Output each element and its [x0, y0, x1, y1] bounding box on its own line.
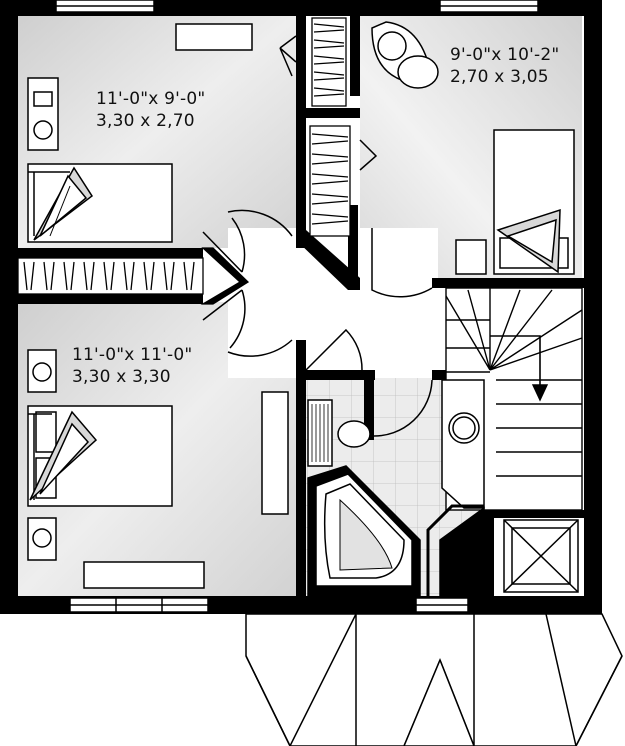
- room-dimensions-metric: 3,30 x 3,30: [72, 367, 171, 387]
- bedroom-bottom-left-furniture: [27, 349, 289, 589]
- room-label-bedroom-top-right: 9'-0"x 10'-2" 2,70 x 3,05: [450, 44, 559, 88]
- closet-middle: [17, 247, 250, 305]
- room-dimensions-metric: 2,70 x 3,05: [450, 67, 549, 87]
- shower-icon: [503, 519, 579, 593]
- room-dimensions-imperial: 9'-0"x 10'-2": [450, 45, 560, 65]
- toilet-icon: [337, 420, 371, 448]
- bathroom-fixtures: [307, 379, 485, 597]
- room-dimensions-imperial: 11'-0"x 11'-0": [72, 345, 193, 365]
- room-dimensions-metric: 3,30 x 2,70: [96, 111, 195, 131]
- room-label-bedroom-top-left: 11'-0"x 9'-0" 3,30 x 2,70: [96, 88, 205, 132]
- door-swing-icon: [202, 35, 433, 437]
- closet-top: [309, 17, 351, 237]
- windows: [55, 0, 539, 613]
- bedroom-top-right-furniture: [371, 21, 575, 275]
- stair-arrow-icon: [531, 384, 549, 402]
- room-dimensions-imperial: 11'-0"x 9'-0": [96, 89, 206, 109]
- hall-floor: [228, 228, 438, 378]
- balcony: [245, 613, 623, 746]
- room-label-bedroom-bottom-left: 11'-0"x 11'-0" 3,30 x 3,30: [72, 344, 192, 388]
- bedroom-top-left-furniture: [27, 23, 253, 243]
- bed-icon: [27, 163, 173, 243]
- bed-icon: [27, 405, 173, 507]
